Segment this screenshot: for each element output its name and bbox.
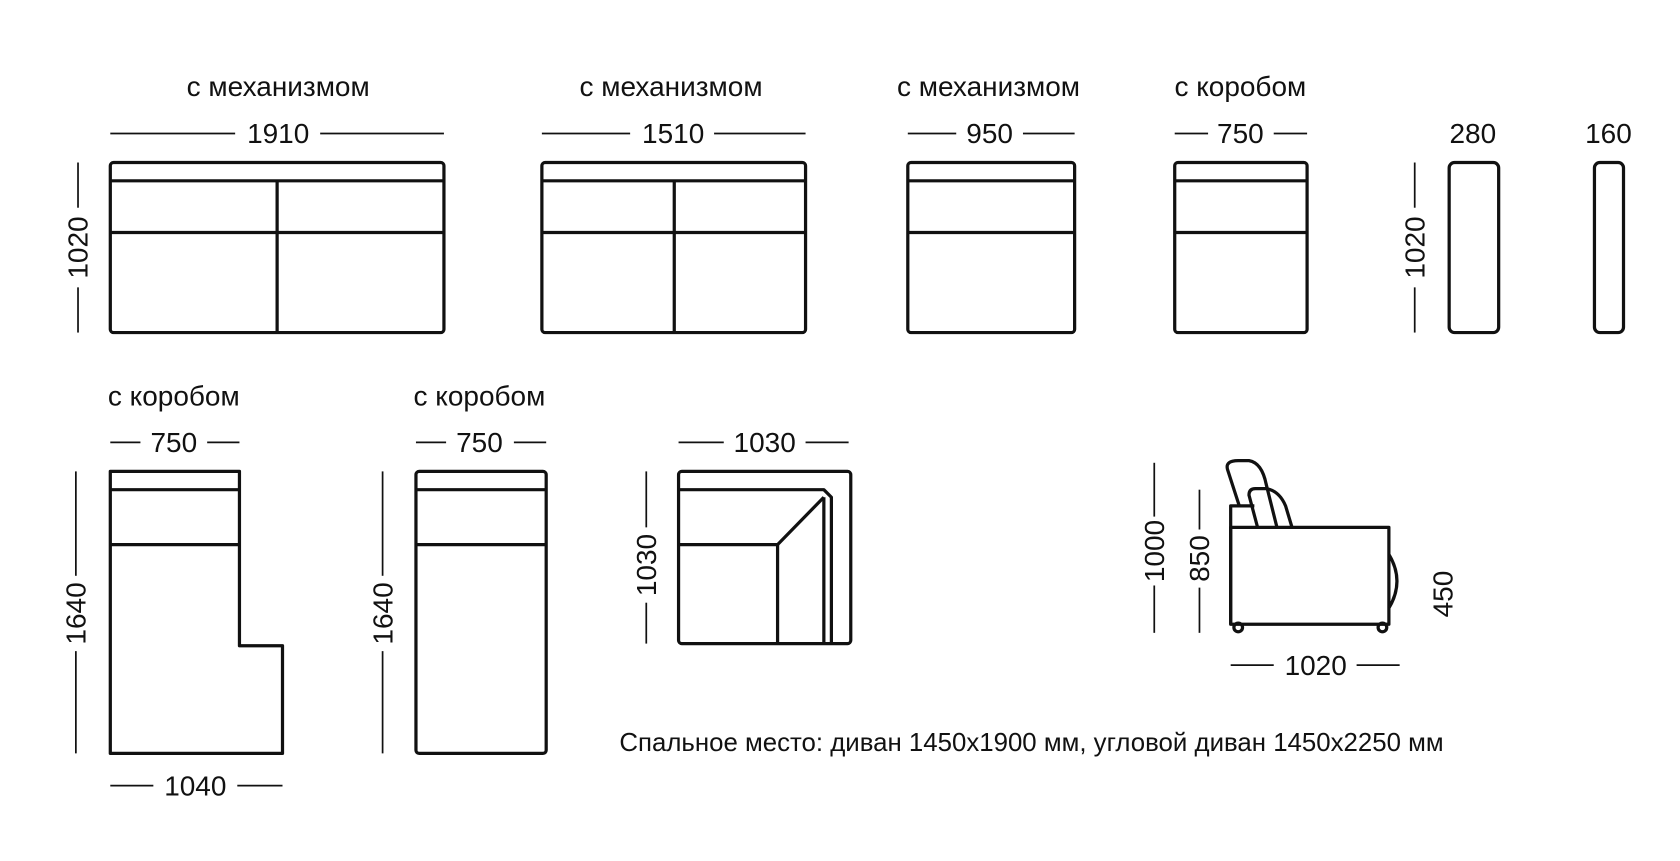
depth-label: 1640 bbox=[367, 582, 398, 644]
module-title: с механизмом bbox=[579, 71, 762, 102]
width-label: 950 bbox=[966, 118, 1013, 149]
width-label: 1910 bbox=[247, 118, 309, 149]
module-title: с механизмом bbox=[897, 71, 1080, 102]
module-box-750: с коробом 750 bbox=[1173, 71, 1309, 335]
module-armchair-950: с механизмом 950 bbox=[897, 71, 1080, 335]
width-label: 160 bbox=[1585, 118, 1632, 149]
module-sofa-1910: с механизмом 1910 1020 bbox=[63, 71, 446, 335]
armrest-280: 280 1020 bbox=[1399, 118, 1501, 335]
width-label: 280 bbox=[1449, 118, 1496, 149]
module-title: с механизмом bbox=[187, 71, 370, 102]
armrest-160: 160 bbox=[1585, 118, 1632, 335]
depth-label: 1020 bbox=[63, 216, 94, 278]
width-label: 1510 bbox=[642, 118, 704, 149]
module-corner-1030: 1030 1030 bbox=[631, 427, 853, 646]
sleeping-area-caption: Спальное место: диван 1450х1900 мм, угло… bbox=[619, 729, 1443, 757]
bottom-width-label: 1040 bbox=[164, 770, 226, 801]
module-chaise-1040: с коробом 750 1640 1040 bbox=[61, 381, 285, 801]
module-title: с коробом bbox=[414, 381, 546, 412]
depth-label: 1030 bbox=[631, 534, 662, 596]
module-title: с коробом bbox=[108, 381, 240, 412]
width-label: 1030 bbox=[734, 427, 796, 458]
width-label: 750 bbox=[1217, 118, 1264, 149]
module-title: с коробом bbox=[1174, 71, 1306, 102]
side-depth-label: 1020 bbox=[1285, 650, 1347, 681]
total-height-label: 1000 bbox=[1139, 520, 1170, 582]
depth-label: 1640 bbox=[61, 582, 92, 644]
width-label: 750 bbox=[456, 427, 503, 458]
seat-height-label: 450 bbox=[1427, 571, 1458, 618]
back-height-label: 850 bbox=[1184, 535, 1215, 582]
depth-label: 1020 bbox=[1399, 216, 1430, 278]
side-view: 1000 850 450 1020 bbox=[1139, 459, 1458, 681]
width-label: 750 bbox=[150, 427, 197, 458]
module-sofa-1510: с механизмом 1510 bbox=[540, 71, 808, 335]
module-box-1640: с коробом 750 1640 bbox=[367, 381, 548, 755]
